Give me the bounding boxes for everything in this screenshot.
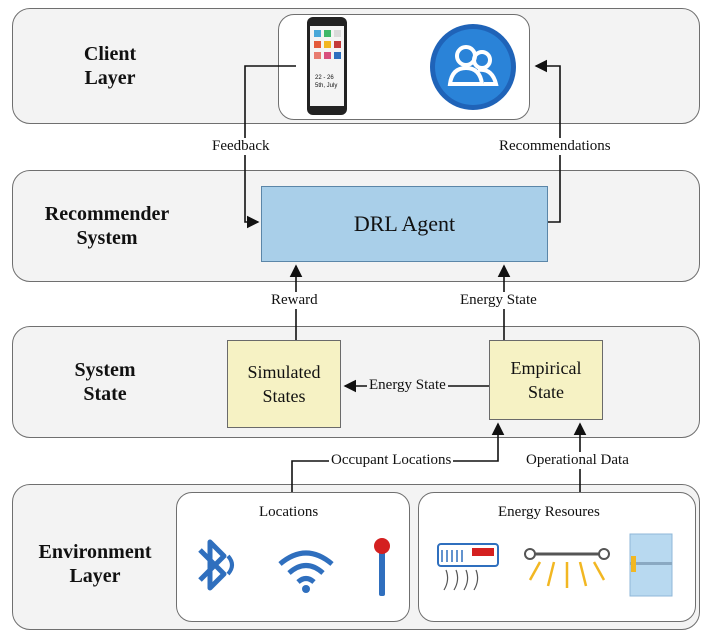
smartphone-icon	[307, 17, 347, 115]
operational-data-label: Operational Data	[524, 452, 631, 469]
environment-layer-label: Environment Layer	[38, 541, 152, 587]
air-conditioner-icon	[437, 543, 499, 591]
system-state-layer-label: System State	[74, 359, 136, 405]
energy-state-up-label: Energy State	[458, 292, 539, 309]
energy-resources-label: Energy Resoures	[496, 504, 602, 521]
wifi-icon	[278, 550, 334, 593]
bluetooth-icon	[198, 539, 234, 591]
locations-label: Locations	[257, 504, 321, 521]
users-icon	[430, 24, 516, 110]
energy-state-left-label: Energy State	[367, 377, 448, 394]
beacon-icon	[374, 538, 390, 596]
client-layer-label: Client Layer	[83, 43, 137, 89]
smart-meter-icon	[629, 533, 673, 597]
feedback-label: Feedback	[210, 138, 272, 155]
reward-label: Reward	[269, 292, 320, 309]
occupant-locations-label: Occupant Locations	[329, 452, 454, 469]
phone-date-line2: 5th, July	[315, 83, 338, 89]
simulated-states-box: Simulated States	[227, 340, 341, 428]
recommender-layer-label: Recommender System	[44, 203, 170, 249]
drl-agent-box: DRL Agent	[261, 186, 548, 262]
phone-date-line1: 22 - 26	[315, 75, 334, 81]
recommendations-label: Recommendations	[497, 138, 613, 155]
empirical-state-box: Empirical State	[489, 340, 603, 420]
light-tube-icon	[524, 548, 610, 588]
